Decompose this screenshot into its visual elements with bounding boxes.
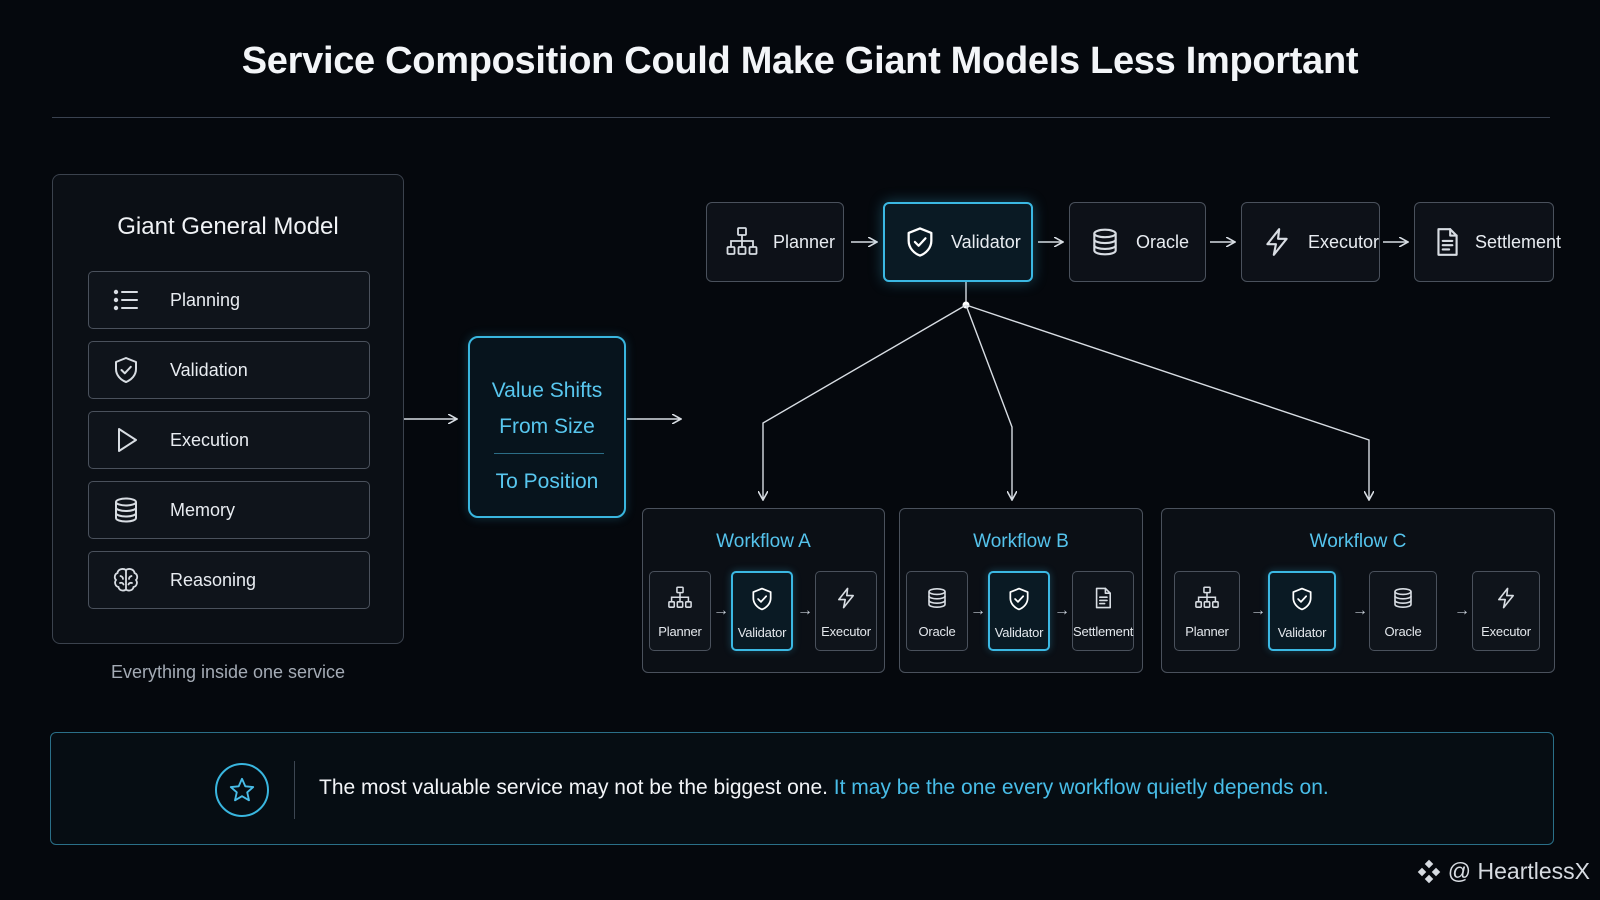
database-icon xyxy=(1370,583,1436,613)
shift-text-line2: From Size xyxy=(499,415,595,438)
capability-label: Planning xyxy=(170,289,241,310)
workflow-step-label: Oracle xyxy=(1384,624,1422,639)
lightning-icon xyxy=(1473,583,1539,613)
pipeline-node-planner: Planner xyxy=(706,202,844,282)
branch-to-workflow-b xyxy=(965,304,1012,499)
capability-validation: Validation xyxy=(88,341,370,399)
step-arrow: → xyxy=(1250,602,1266,619)
pipeline-node-executor: Executor xyxy=(1241,202,1380,282)
banner-text-accent: It may be the one every workflow quietly… xyxy=(833,776,1329,799)
workflow-step-label: Executor xyxy=(821,624,871,639)
value-shift-box: Value Shifts From Size To Position xyxy=(468,336,626,518)
shield-check-icon xyxy=(901,223,939,261)
workflow-step-executor: Executor xyxy=(1472,571,1540,651)
list-icon xyxy=(108,282,144,318)
shield-check-icon xyxy=(733,584,791,614)
workflow-c: Workflow C Planner → Validator → xyxy=(1161,508,1555,673)
workflow-step-validator: Validator xyxy=(1268,571,1336,651)
workflow-step-planner: Planner xyxy=(1174,571,1240,651)
step-arrow: → xyxy=(797,602,813,619)
workflow-step-label: Executor xyxy=(1481,624,1531,639)
capability-reasoning: Reasoning xyxy=(88,551,370,609)
giant-model-panel: Giant General Model Planning Validation … xyxy=(52,174,404,644)
document-icon xyxy=(1431,223,1463,261)
star-icon xyxy=(215,763,269,817)
banner-divider xyxy=(294,761,295,819)
capability-execution: Execution xyxy=(88,411,370,469)
workflow-step-label: Settlement xyxy=(1073,624,1134,639)
hierarchy-icon xyxy=(723,223,761,261)
watermark: @ HeartlessX xyxy=(1416,858,1590,885)
shift-text-line1: Value Shifts xyxy=(491,379,603,402)
database-icon xyxy=(108,492,144,528)
capability-label: Validation xyxy=(170,359,248,380)
database-icon xyxy=(1086,223,1124,261)
step-arrow: → xyxy=(1054,602,1070,619)
giant-model-caption: Everything inside one service xyxy=(110,662,346,682)
workflow-step-oracle: Oracle xyxy=(906,571,968,651)
workflow-b: Workflow B Oracle → Validator → xyxy=(899,508,1143,673)
step-arrow: → xyxy=(970,602,986,619)
watermark-text: @ HeartlessX xyxy=(1447,858,1590,884)
banner-text-main: The most valuable service may not be the… xyxy=(319,776,828,799)
workflow-title: Workflow A xyxy=(716,531,811,552)
pipeline-node-oracle: Oracle xyxy=(1069,202,1206,282)
shift-text-line3: To Position xyxy=(495,470,599,493)
title-divider xyxy=(52,117,1550,118)
giant-model-title: Giant General Model xyxy=(117,213,339,240)
workflow-step-label: Planner xyxy=(658,624,702,639)
shift-divider xyxy=(494,453,604,454)
workflow-step-planner: Planner xyxy=(649,571,711,651)
pipeline-node-label: Settlement xyxy=(1475,231,1562,252)
workflow-step-oracle: Oracle xyxy=(1369,571,1437,651)
insight-banner: The most valuable service may not be the… xyxy=(50,732,1554,845)
hierarchy-icon xyxy=(1175,583,1239,613)
workflow-title: Workflow C xyxy=(1309,531,1407,552)
capability-label: Reasoning xyxy=(170,569,257,590)
branch-to-workflow-c xyxy=(965,304,1369,499)
pipeline-node-label: Executor xyxy=(1307,231,1379,252)
page-title: Service Composition Could Make Giant Mod… xyxy=(241,40,1359,82)
workflow-step-label: Validator xyxy=(737,625,787,640)
banner-text: The most valuable service may not be the… xyxy=(319,776,1329,800)
branch-to-workflow-a xyxy=(763,304,967,499)
shield-check-icon xyxy=(990,584,1048,614)
play-icon xyxy=(108,422,144,458)
capability-planning: Planning xyxy=(88,271,370,329)
watermark-logo-icon xyxy=(1416,859,1442,885)
capability-label: Execution xyxy=(170,429,250,450)
pipeline-node-validator: Validator xyxy=(883,202,1033,282)
capability-memory: Memory xyxy=(88,481,370,539)
document-icon xyxy=(1073,583,1133,613)
step-arrow: → xyxy=(1454,602,1470,619)
brain-icon xyxy=(108,562,144,598)
pipeline-node-label: Validator xyxy=(951,231,1021,252)
workflow-step-label: Validator xyxy=(994,625,1044,640)
workflow-step-validator: Validator xyxy=(731,571,793,651)
workflow-a: Workflow A Planner → Validator → xyxy=(642,508,885,673)
pipeline-node-label: Oracle xyxy=(1136,231,1190,252)
workflow-step-label: Oracle xyxy=(918,624,956,639)
workflow-step-label: Validator xyxy=(1277,625,1327,640)
lightning-icon xyxy=(1258,223,1296,261)
workflow-step-settlement: Settlement xyxy=(1072,571,1134,651)
capability-label: Memory xyxy=(170,499,236,520)
hierarchy-icon xyxy=(650,583,710,613)
step-arrow: → xyxy=(1352,602,1368,619)
shield-check-icon xyxy=(1270,584,1334,614)
shield-check-icon xyxy=(108,352,144,388)
lightning-icon xyxy=(816,583,876,613)
workflow-step-label: Planner xyxy=(1185,624,1229,639)
workflow-step-executor: Executor xyxy=(815,571,877,651)
database-icon xyxy=(907,583,967,613)
workflow-title: Workflow B xyxy=(973,531,1069,552)
pipeline-node-settlement: Settlement xyxy=(1414,202,1561,282)
workflow-step-validator: Validator xyxy=(988,571,1050,651)
pipeline-node-label: Planner xyxy=(773,231,836,252)
step-arrow: → xyxy=(713,602,729,619)
